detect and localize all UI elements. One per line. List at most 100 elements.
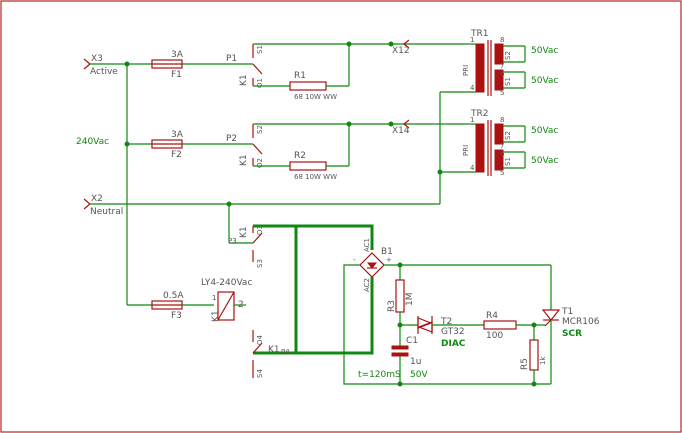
tr1-pin7: 7 [500, 62, 504, 70]
diac-t2[interactable]: T2 GT32 DIAC [417, 316, 466, 349]
bridge-minus: - [353, 256, 356, 264]
tr1-pri: PRI [462, 65, 470, 76]
capacitor-note: t=120mS [358, 370, 401, 380]
relay-pin-s3: S3 [256, 259, 264, 268]
wire-discharge-bottom [296, 277, 374, 355]
relay-pin-s2: S2 [256, 125, 264, 134]
tr2-ref: TR2 [470, 109, 488, 119]
relay-contact-1-ref: K1 [239, 74, 249, 86]
relay-pin-p4: P4 [281, 348, 290, 356]
relay-contact-4-ref: K1 [268, 345, 280, 355]
fuse-f3[interactable]: 0.5A F3 [151, 291, 184, 321]
resistor-r4-value: 100 [486, 331, 503, 341]
capacitor-value: 1u [410, 357, 421, 367]
capacitor-c1[interactable]: C1 1u 50V t=120mS [358, 336, 428, 380]
relay-pin-s4: S4 [256, 369, 264, 378]
bridge-ref: B1 [381, 247, 393, 257]
relay-pin-o4: O4 [256, 334, 264, 345]
fuse-f1-rating: 3A [171, 50, 184, 60]
wire-discharge-top [296, 224, 374, 250]
terminal-x14[interactable]: X14 [388, 119, 410, 136]
tr1-pin4: 4 [470, 84, 475, 92]
transformer-tr2[interactable]: TR2 PRI S2 S1 1 4 8 7 6 5 [440, 109, 526, 177]
terminal-x3[interactable]: X3 Active [83, 54, 118, 77]
resistor-r3-ref: R3 [387, 300, 397, 312]
terminal-x2-ref: X2 [91, 194, 103, 204]
tr2-pri: PRI [462, 145, 470, 156]
relay-contact-2: S2 O2 K1 [239, 124, 264, 168]
fuse-f3-ref: F3 [171, 311, 182, 321]
terminal-x3-name: Active [90, 67, 118, 77]
scr-type: SCR [562, 329, 582, 339]
terminal-x2-name: Neutral [90, 207, 123, 217]
resistor-r2-value: 68 10W WW [294, 173, 337, 181]
relay-contact-4: O4 P4 S4 K1 [252, 330, 290, 378]
terminal-x14-ref: X14 [392, 126, 410, 136]
resistor-r3[interactable]: R3 1M [387, 279, 415, 313]
terminal-x2[interactable]: X2 Neutral [83, 194, 123, 217]
tr2-pin6: 6 [500, 150, 505, 158]
terminal-x12-ref: X12 [392, 46, 410, 56]
resistor-r4[interactable]: R4 100 [483, 311, 517, 341]
scr-t1[interactable]: T1 MCR106 SCR [541, 307, 600, 339]
tr2-pin4: 4 [470, 164, 475, 172]
fuse-f2-ref: F2 [171, 150, 182, 160]
bridge-plus: + [386, 256, 392, 264]
resistor-r5-ref: R5 [520, 358, 530, 370]
relay-pin-p2: P2 [226, 134, 237, 144]
tr1-pin8: 8 [500, 36, 504, 44]
tr2-s2: S2 [504, 131, 512, 140]
terminal-x3-ref: X3 [91, 54, 103, 64]
bridge-ac2: AC2 [363, 278, 371, 292]
wire-bridge-minus [343, 264, 400, 385]
tr1-ref: TR1 [470, 29, 488, 39]
relay-contact-1: S1 O1 K1 [239, 44, 264, 88]
relay-coil-k1[interactable]: LY4-240Vac 1 2 K1 [201, 278, 252, 322]
tr2-s1: S1 [504, 157, 512, 166]
tr2-out2: 50Vac [531, 156, 558, 166]
fuse-f3-rating: 0.5A [163, 291, 184, 301]
diac-part: GT32 [441, 327, 465, 337]
supply-label: 240Vac [76, 137, 109, 147]
tr1-s2: S2 [504, 51, 512, 60]
fuse-f2[interactable]: 3A F2 [151, 130, 184, 160]
resistor-r4-ref: R4 [486, 311, 498, 321]
scr-ref: T1 [561, 307, 573, 317]
tr2-pin7: 7 [500, 142, 504, 150]
tr2-pin1: 1 [470, 116, 474, 124]
transformer-tr1[interactable]: TR1 PRI S2 S1 1 4 8 7 6 5 [440, 29, 526, 97]
resistor-r1-value: 68 10W WW [294, 93, 337, 101]
resistor-r5[interactable]: R5 1k [520, 339, 547, 371]
relay-pin-s1a: S1 [256, 45, 264, 54]
tr1-s1: S1 [504, 77, 512, 86]
scr-part: MCR106 [562, 317, 600, 327]
relay-contact-3-ref: K1 [239, 226, 249, 238]
resistor-r2-ref: R2 [294, 151, 306, 161]
capacitor-voltage: 50V [410, 370, 428, 380]
tr2-pin5: 5 [500, 169, 504, 177]
tr1-out2: 50Vac [531, 76, 558, 86]
relay-pin-p3: P3 [228, 237, 237, 245]
tr2-pin8: 8 [500, 116, 504, 124]
tr1-pin6: 6 [500, 70, 505, 78]
fuse-f1-ref: F1 [171, 70, 182, 80]
tr1-pin5: 5 [500, 89, 504, 97]
diac-ref: T2 [440, 317, 452, 327]
capacitor-ref: C1 [406, 336, 418, 346]
resistor-r1-ref: R1 [294, 71, 306, 81]
diac-type: DIAC [441, 339, 466, 349]
relay-pin-o3: O3 [256, 225, 264, 235]
fuse-f2-rating: 3A [171, 130, 184, 140]
bridge-ac1: AC1 [363, 238, 371, 252]
relay-contact-3: P3 O3 S3 K1 [228, 225, 264, 268]
resistor-r5-value: 1k [539, 356, 547, 365]
relay-coil-type: LY4-240Vac [201, 278, 252, 288]
relay-coil-pin1: 1 [212, 294, 216, 302]
tr1-out1: 50Vac [531, 46, 558, 56]
terminal-x12[interactable]: X12 [388, 39, 410, 56]
junction-tr2-neutral [437, 169, 443, 175]
fuse-f1[interactable]: 3A F1 [151, 50, 184, 80]
wire-discharge-loop-right [253, 224, 298, 355]
